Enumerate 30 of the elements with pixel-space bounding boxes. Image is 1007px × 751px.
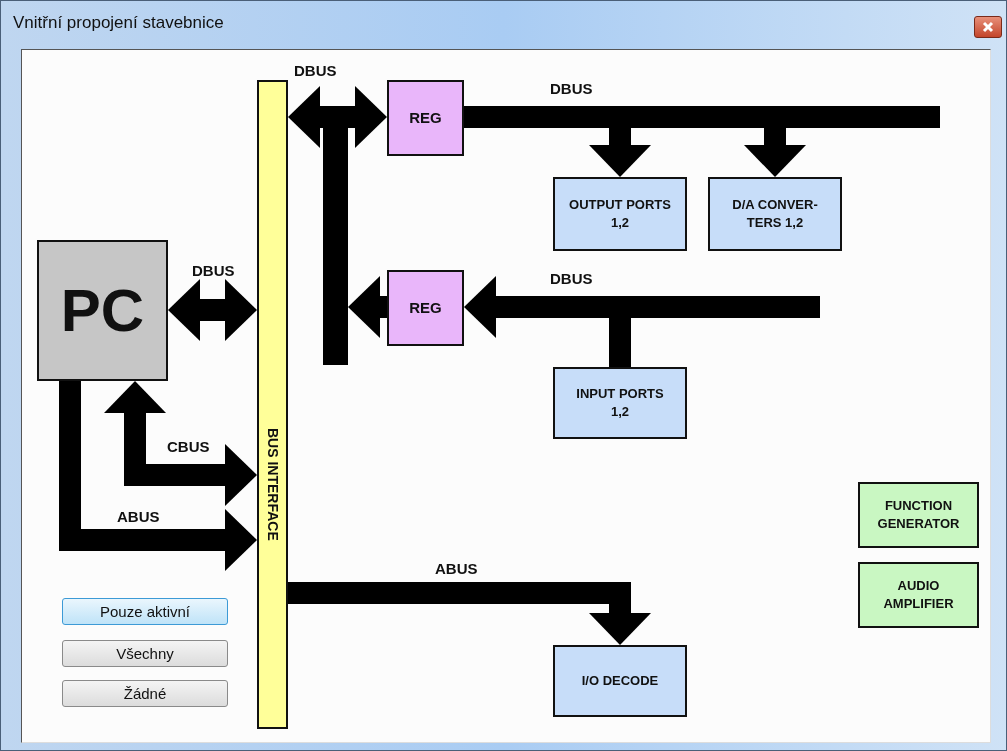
module-box <box>553 645 687 717</box>
node-label: PC <box>60 276 145 346</box>
bus-arrow <box>168 279 257 341</box>
node-label: FUNCTION GENERATOR <box>876 497 961 533</box>
toggle-button: Žádné <box>62 680 228 707</box>
computer-box <box>37 240 168 381</box>
toggle-button: Všechny <box>62 640 228 667</box>
module-box <box>858 562 979 628</box>
node-label: OUTPUT PORTS 1,2 <box>569 196 671 232</box>
bus-arrow <box>288 86 387 148</box>
node-label: INPUT PORTS 1,2 <box>575 385 665 421</box>
bus-interface-bar <box>257 80 288 729</box>
toggle-button: Pouze aktivní <box>62 598 228 625</box>
module-box <box>553 177 687 251</box>
window-title: Vnitřní propojení stavebnice <box>13 13 224 33</box>
node-label: I/O DECODE <box>581 672 659 690</box>
register-box <box>387 270 464 346</box>
module-box <box>553 367 687 439</box>
node-label: REG <box>409 107 442 128</box>
node-label: AUDIO AMPLIFIER <box>882 577 955 613</box>
register-box <box>387 80 464 156</box>
bus-arrow <box>348 276 387 338</box>
module-box <box>708 177 842 251</box>
bus-arrow <box>464 276 631 367</box>
node-label: BUS INTERFACE <box>263 428 282 541</box>
node-label: D/A CONVER- TERS 1,2 <box>731 196 819 232</box>
bus-arrow <box>104 381 257 506</box>
node-label: REG <box>409 297 442 318</box>
module-box <box>858 482 979 548</box>
bus-arrow <box>59 381 257 571</box>
